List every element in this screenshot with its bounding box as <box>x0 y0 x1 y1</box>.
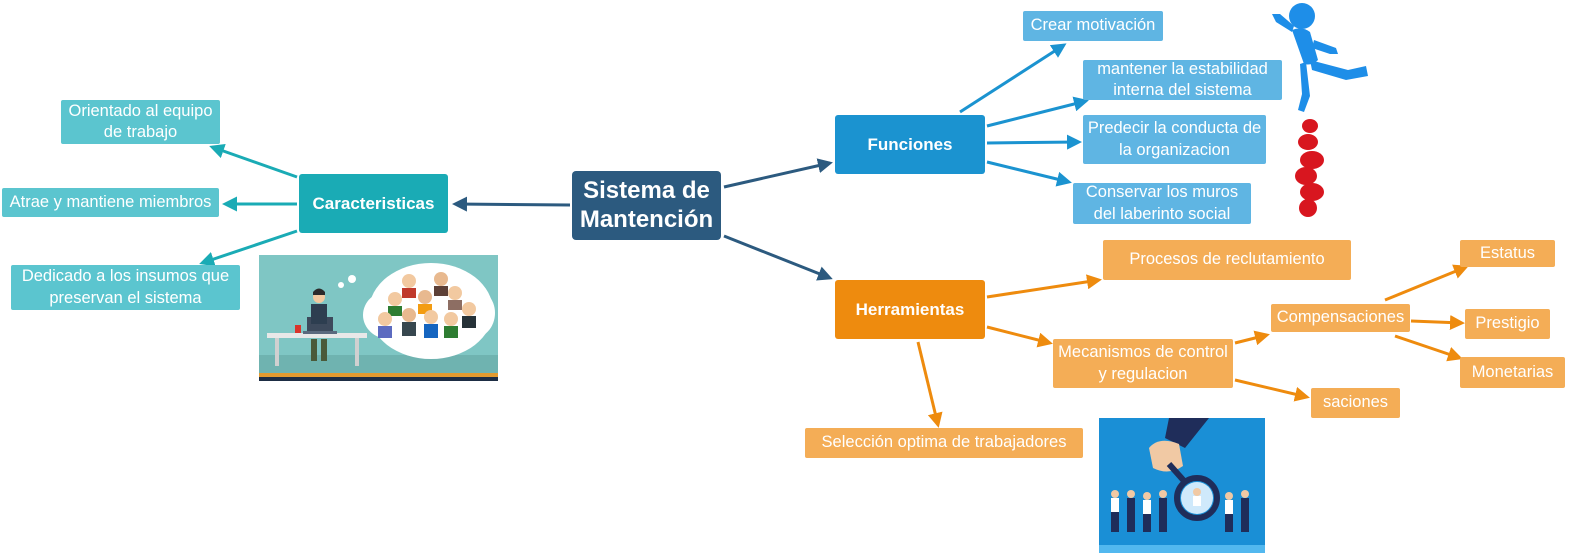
topic-monetarias[interactable]: Monetarias <box>1460 357 1565 388</box>
topic-label: Compensaciones <box>1276 308 1405 327</box>
central-topic[interactable]: Sistema de Mantención <box>572 171 721 240</box>
arrow-fun-1 <box>959 43 1067 114</box>
topic-estatus[interactable]: Estatus <box>1460 240 1555 267</box>
branch-herramientas[interactable]: Herramientas <box>835 280 985 339</box>
arrow-comp-estatus <box>1384 264 1469 302</box>
topic-label: Dedicado a los insumos que preservan el … <box>21 267 230 307</box>
topic-dedicado[interactable]: Dedicado a los insumos que preservan el … <box>11 265 240 310</box>
central-topic-label: Sistema de Mantención <box>579 176 714 233</box>
topic-label: Crear motivación <box>1030 16 1156 35</box>
arrow-car-1 <box>209 143 298 179</box>
topic-label: mantener la estabilidad interna del sist… <box>1097 59 1268 99</box>
topic-predecir[interactable]: Predecir la conducta de la organizacion <box>1083 115 1266 164</box>
arrow-her-seleccion <box>916 341 943 428</box>
arrow-central-funciones <box>723 158 833 189</box>
topic-label: Procesos de reclutamiento <box>1129 250 1325 269</box>
topic-label: Conservar los muros del laberinto social <box>1085 183 1239 223</box>
topic-label: Monetarias <box>1471 362 1554 381</box>
arrow-central-herramientas <box>723 234 833 281</box>
climbing-figure-image <box>1262 0 1374 222</box>
branch-funciones-label: Funciones <box>867 134 953 154</box>
arrow-car-3 <box>199 229 298 267</box>
arrow-her-reclutamiento <box>986 274 1102 299</box>
topic-compensaciones[interactable]: Compensaciones <box>1271 304 1410 332</box>
topic-orientado[interactable]: Orientado al equipo de trabajo <box>61 100 220 144</box>
topic-atrae[interactable]: Atrae y mantiene miembros <box>2 188 219 217</box>
arrow-central-caracteristicas <box>452 196 571 212</box>
topic-label: Selección optima de trabajadores <box>821 433 1067 452</box>
topic-saciones[interactable]: saciones <box>1311 388 1400 418</box>
topic-reclutamiento[interactable]: Procesos de reclutamiento <box>1103 240 1351 280</box>
topic-label: Predecir la conducta de la organizacion <box>1087 119 1262 159</box>
arrow-fun-2 <box>986 96 1089 128</box>
topic-label: Orientado al equipo de trabajo <box>68 101 213 141</box>
magnifier-candidate-image <box>1099 418 1265 553</box>
topic-prestigio[interactable]: Prestigio <box>1465 309 1550 339</box>
topic-conservar[interactable]: Conservar los muros del laberinto social <box>1073 183 1251 224</box>
arrow-fun-3 <box>986 134 1082 150</box>
arrow-her-mecanismos <box>986 325 1053 348</box>
topic-label: Prestigio <box>1475 314 1540 333</box>
topic-seleccion[interactable]: Selección optima de trabajadores <box>805 428 1083 458</box>
branch-caracteristicas[interactable]: Caracteristicas <box>299 174 448 233</box>
arrow-comp-prestigio <box>1410 315 1465 331</box>
topic-label: Estatus <box>1479 243 1536 262</box>
topic-label: Mecanismos de control y regulacion <box>1058 343 1228 383</box>
topic-mecanismos[interactable]: Mecanismos de control y regulacion <box>1053 339 1233 388</box>
topic-crear-motivacion[interactable]: Crear motivación <box>1023 11 1163 41</box>
topic-label: saciones <box>1322 393 1389 412</box>
arrow-comp-monetarias <box>1394 334 1463 362</box>
branch-herramientas-label: Herramientas <box>855 299 965 319</box>
topic-estabilidad[interactable]: mantener la estabilidad interna del sist… <box>1083 60 1282 100</box>
branch-funciones[interactable]: Funciones <box>835 115 985 174</box>
branch-caracteristicas-label: Caracteristicas <box>312 193 435 213</box>
arrow-mec-saciones <box>1234 378 1310 402</box>
topic-label: Atrae y mantiene miembros <box>9 192 212 211</box>
arrow-mec-compensaciones <box>1234 330 1270 346</box>
arrow-fun-4 <box>986 160 1072 187</box>
office-team-image <box>259 255 498 381</box>
